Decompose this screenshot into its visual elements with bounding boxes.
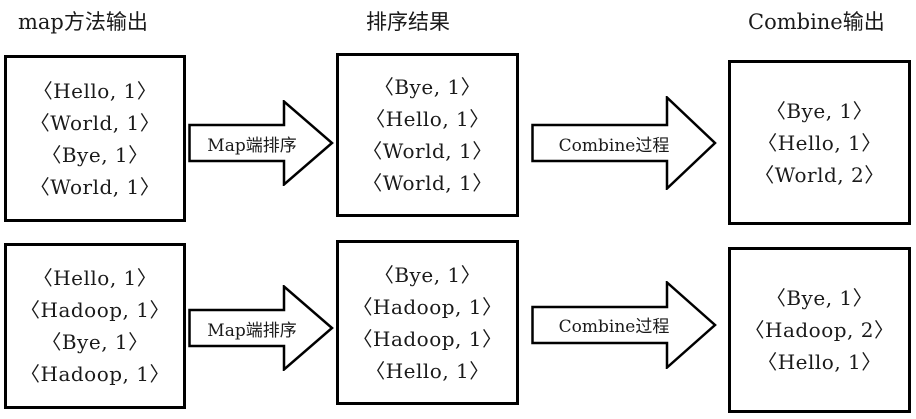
row1-map-sort-arrow: Map端排序 xyxy=(188,100,334,186)
row2-sort-result-box: 〈Bye, 1〉 〈Hadoop, 1〉 〈Hadoop, 1〉 〈Hello,… xyxy=(336,240,519,405)
kv-pair: 〈World, 1〉 xyxy=(29,110,161,135)
kv-pair: 〈Hello, 1〉 xyxy=(32,266,158,290)
row1-combine-process-arrow: Combine过程 xyxy=(531,96,717,190)
row2-combine-process-arrow: Combine过程 xyxy=(531,281,717,369)
right-arrow-icon xyxy=(531,96,717,190)
row2-combine-output-box: 〈Bye, 1〉 〈Hadoop, 2〉 〈Hello, 1〉 xyxy=(728,247,911,413)
kv-pair: 〈Bye, 1〉 xyxy=(765,98,874,123)
kv-pair: 〈Hello, 1〉 xyxy=(32,78,158,103)
kv-pair: 〈Hadoop, 1〉 xyxy=(20,298,170,322)
right-arrow-icon xyxy=(188,285,334,371)
sort-result-title: 排序结果 xyxy=(366,10,450,34)
map-output-title: map方法输出 xyxy=(18,10,148,34)
kv-pair: 〈Bye, 1〉 xyxy=(41,142,149,167)
kv-pair: 〈Hello, 1〉 xyxy=(757,130,882,155)
row2-map-sort-arrow: Map端排序 xyxy=(188,285,334,371)
kv-pair: 〈Hello, 1〉 xyxy=(365,107,490,131)
row1-map-output-box: 〈Hello, 1〉 〈World, 1〉 〈Bye, 1〉 〈World, 1… xyxy=(4,55,186,222)
kv-pair: 〈Hadoop, 1〉 xyxy=(352,294,503,319)
arrow-label: Map端排序 xyxy=(207,136,297,156)
row1-combine-output-box: 〈Bye, 1〉 〈Hello, 1〉 〈World, 2〉 xyxy=(728,60,911,225)
kv-pair: 〈Bye, 1〉 xyxy=(373,262,482,287)
right-arrow-icon xyxy=(188,100,334,186)
kv-pair: 〈World, 1〉 xyxy=(362,139,493,163)
kv-pair: 〈Bye, 1〉 xyxy=(41,330,149,354)
kv-pair: 〈Hello, 1〉 xyxy=(757,350,882,374)
right-arrow-icon xyxy=(531,281,717,369)
kv-pair: 〈World, 2〉 xyxy=(754,162,885,187)
kv-pair: 〈Bye, 1〉 xyxy=(765,286,874,310)
row2-map-output-box: 〈Hello, 1〉 〈Hadoop, 1〉 〈Bye, 1〉 〈Hadoop,… xyxy=(4,243,186,409)
kv-pair: 〈Hadoop, 2〉 xyxy=(744,318,895,342)
kv-pair: 〈World, 1〉 xyxy=(362,171,493,195)
kv-pair: 〈Hadoop, 1〉 xyxy=(352,326,503,351)
combine-output-title: Combine输出 xyxy=(748,10,885,34)
kv-pair: 〈Hadoop, 1〉 xyxy=(20,362,170,386)
arrow-label: Combine过程 xyxy=(558,136,670,156)
arrow-label: Combine过程 xyxy=(558,317,670,337)
arrow-label: Map端排序 xyxy=(207,321,297,341)
row1-sort-result-box: 〈Bye, 1〉 〈Hello, 1〉 〈World, 1〉 〈World, 1… xyxy=(336,53,519,217)
kv-pair: 〈Hello, 1〉 xyxy=(365,358,490,383)
kv-pair: 〈Bye, 1〉 xyxy=(373,75,482,99)
kv-pair: 〈World, 1〉 xyxy=(29,174,161,199)
